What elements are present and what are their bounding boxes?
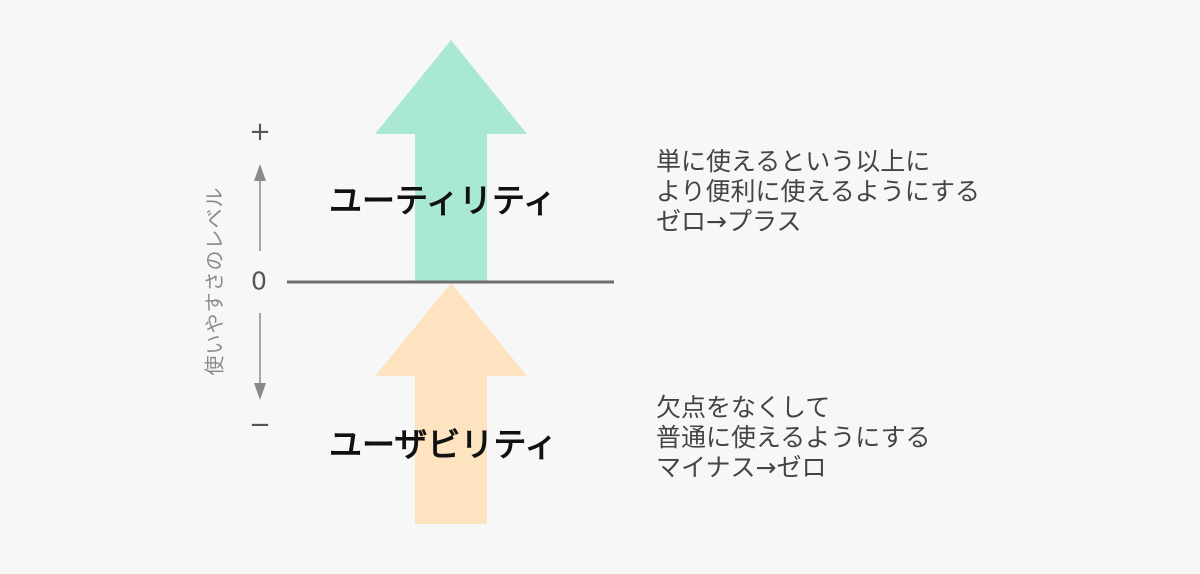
axis-down-arrowhead [254,383,266,400]
usability-description-line: 普通に使えるようにする [656,423,931,452]
axis-label: 使いやすさのレベル [202,186,227,376]
minus-mark: − [249,410,271,440]
utility-title: ユーティリティ [329,181,557,220]
utility-description-line: より便利に使えるようにする [656,177,981,206]
utility-description-line: 単に使えるという以上に [656,147,931,176]
utility-description-line: ゼロ→プラス [656,207,802,236]
axis-up-arrowhead [254,164,266,181]
zero-mark: 0 [251,266,267,296]
plus-mark: + [249,117,271,147]
usability-description: 欠点をなくして 普通に使えるようにする マイナス→ゼロ [656,393,931,483]
usability-description-line: マイナス→ゼロ [656,453,827,482]
usability-title: ユーザビリティ [329,425,558,464]
utility-description: 単に使えるという以上に より便利に使えるようにする ゼロ→プラス [656,147,980,237]
utility-arrow [375,40,527,282]
usability-description-line: 欠点をなくして [656,393,831,422]
usability-arrow [375,283,527,524]
